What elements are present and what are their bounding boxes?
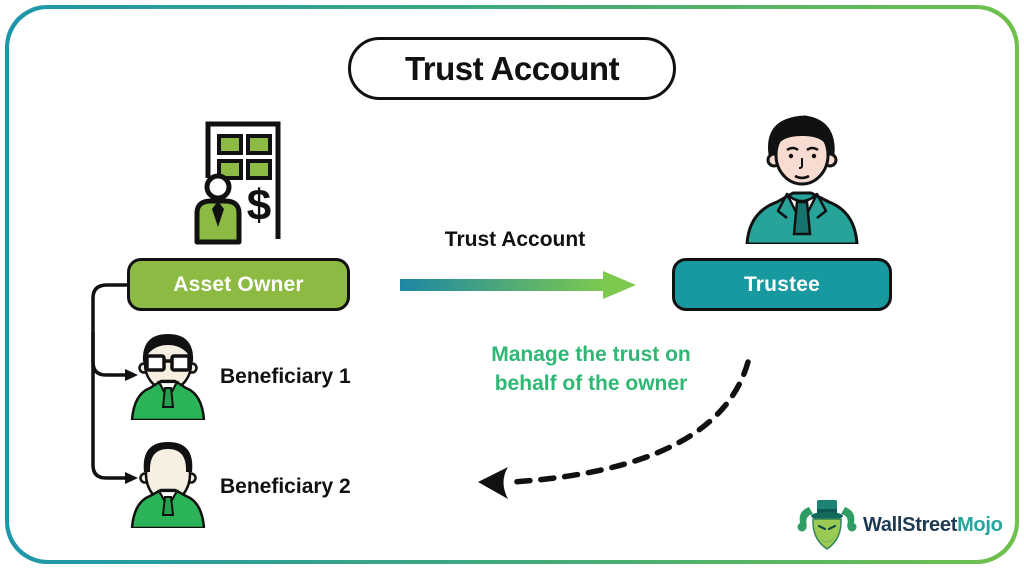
wallstreetmojo-logo: WallStreetMojo <box>795 494 1013 556</box>
logo-text-accent: Mojo <box>957 513 1003 536</box>
diagram-title: Trust Account <box>348 37 676 100</box>
bull-mascot-icon <box>797 500 857 550</box>
beneficiary-bald-avatar-icon <box>128 436 208 528</box>
dashed-curved-left-arrow-icon <box>468 348 768 503</box>
logo-text: WallStreetMojo <box>863 514 1003 537</box>
asset-owner-node: Asset Owner <box>127 258 350 311</box>
asset-owner-label: Asset Owner <box>173 272 304 296</box>
building-with-owner-and-dollar-icon: $ <box>188 114 306 247</box>
beneficiary-1-label: Beneficiary 1 <box>220 365 351 388</box>
logo-text-primary: WallStreet <box>863 513 958 536</box>
trustee-node: Trustee <box>672 258 892 311</box>
flow-arrow-label: Trust Account <box>444 228 586 251</box>
trustee-suit-avatar-icon <box>733 110 871 244</box>
manage-annotation: Manage the trust on behalf of the owner <box>491 343 691 395</box>
beneficiaries-branch-connector-icon <box>85 272 205 487</box>
beneficiary-glasses-avatar-icon <box>128 330 208 420</box>
gradient-right-arrow-icon <box>400 270 636 300</box>
dollar-sign: $ <box>247 181 271 230</box>
trustee-label: Trustee <box>743 272 821 296</box>
beneficiary-2-label: Beneficiary 2 <box>220 475 351 498</box>
diagram-title-text: Trust Account <box>404 49 620 87</box>
